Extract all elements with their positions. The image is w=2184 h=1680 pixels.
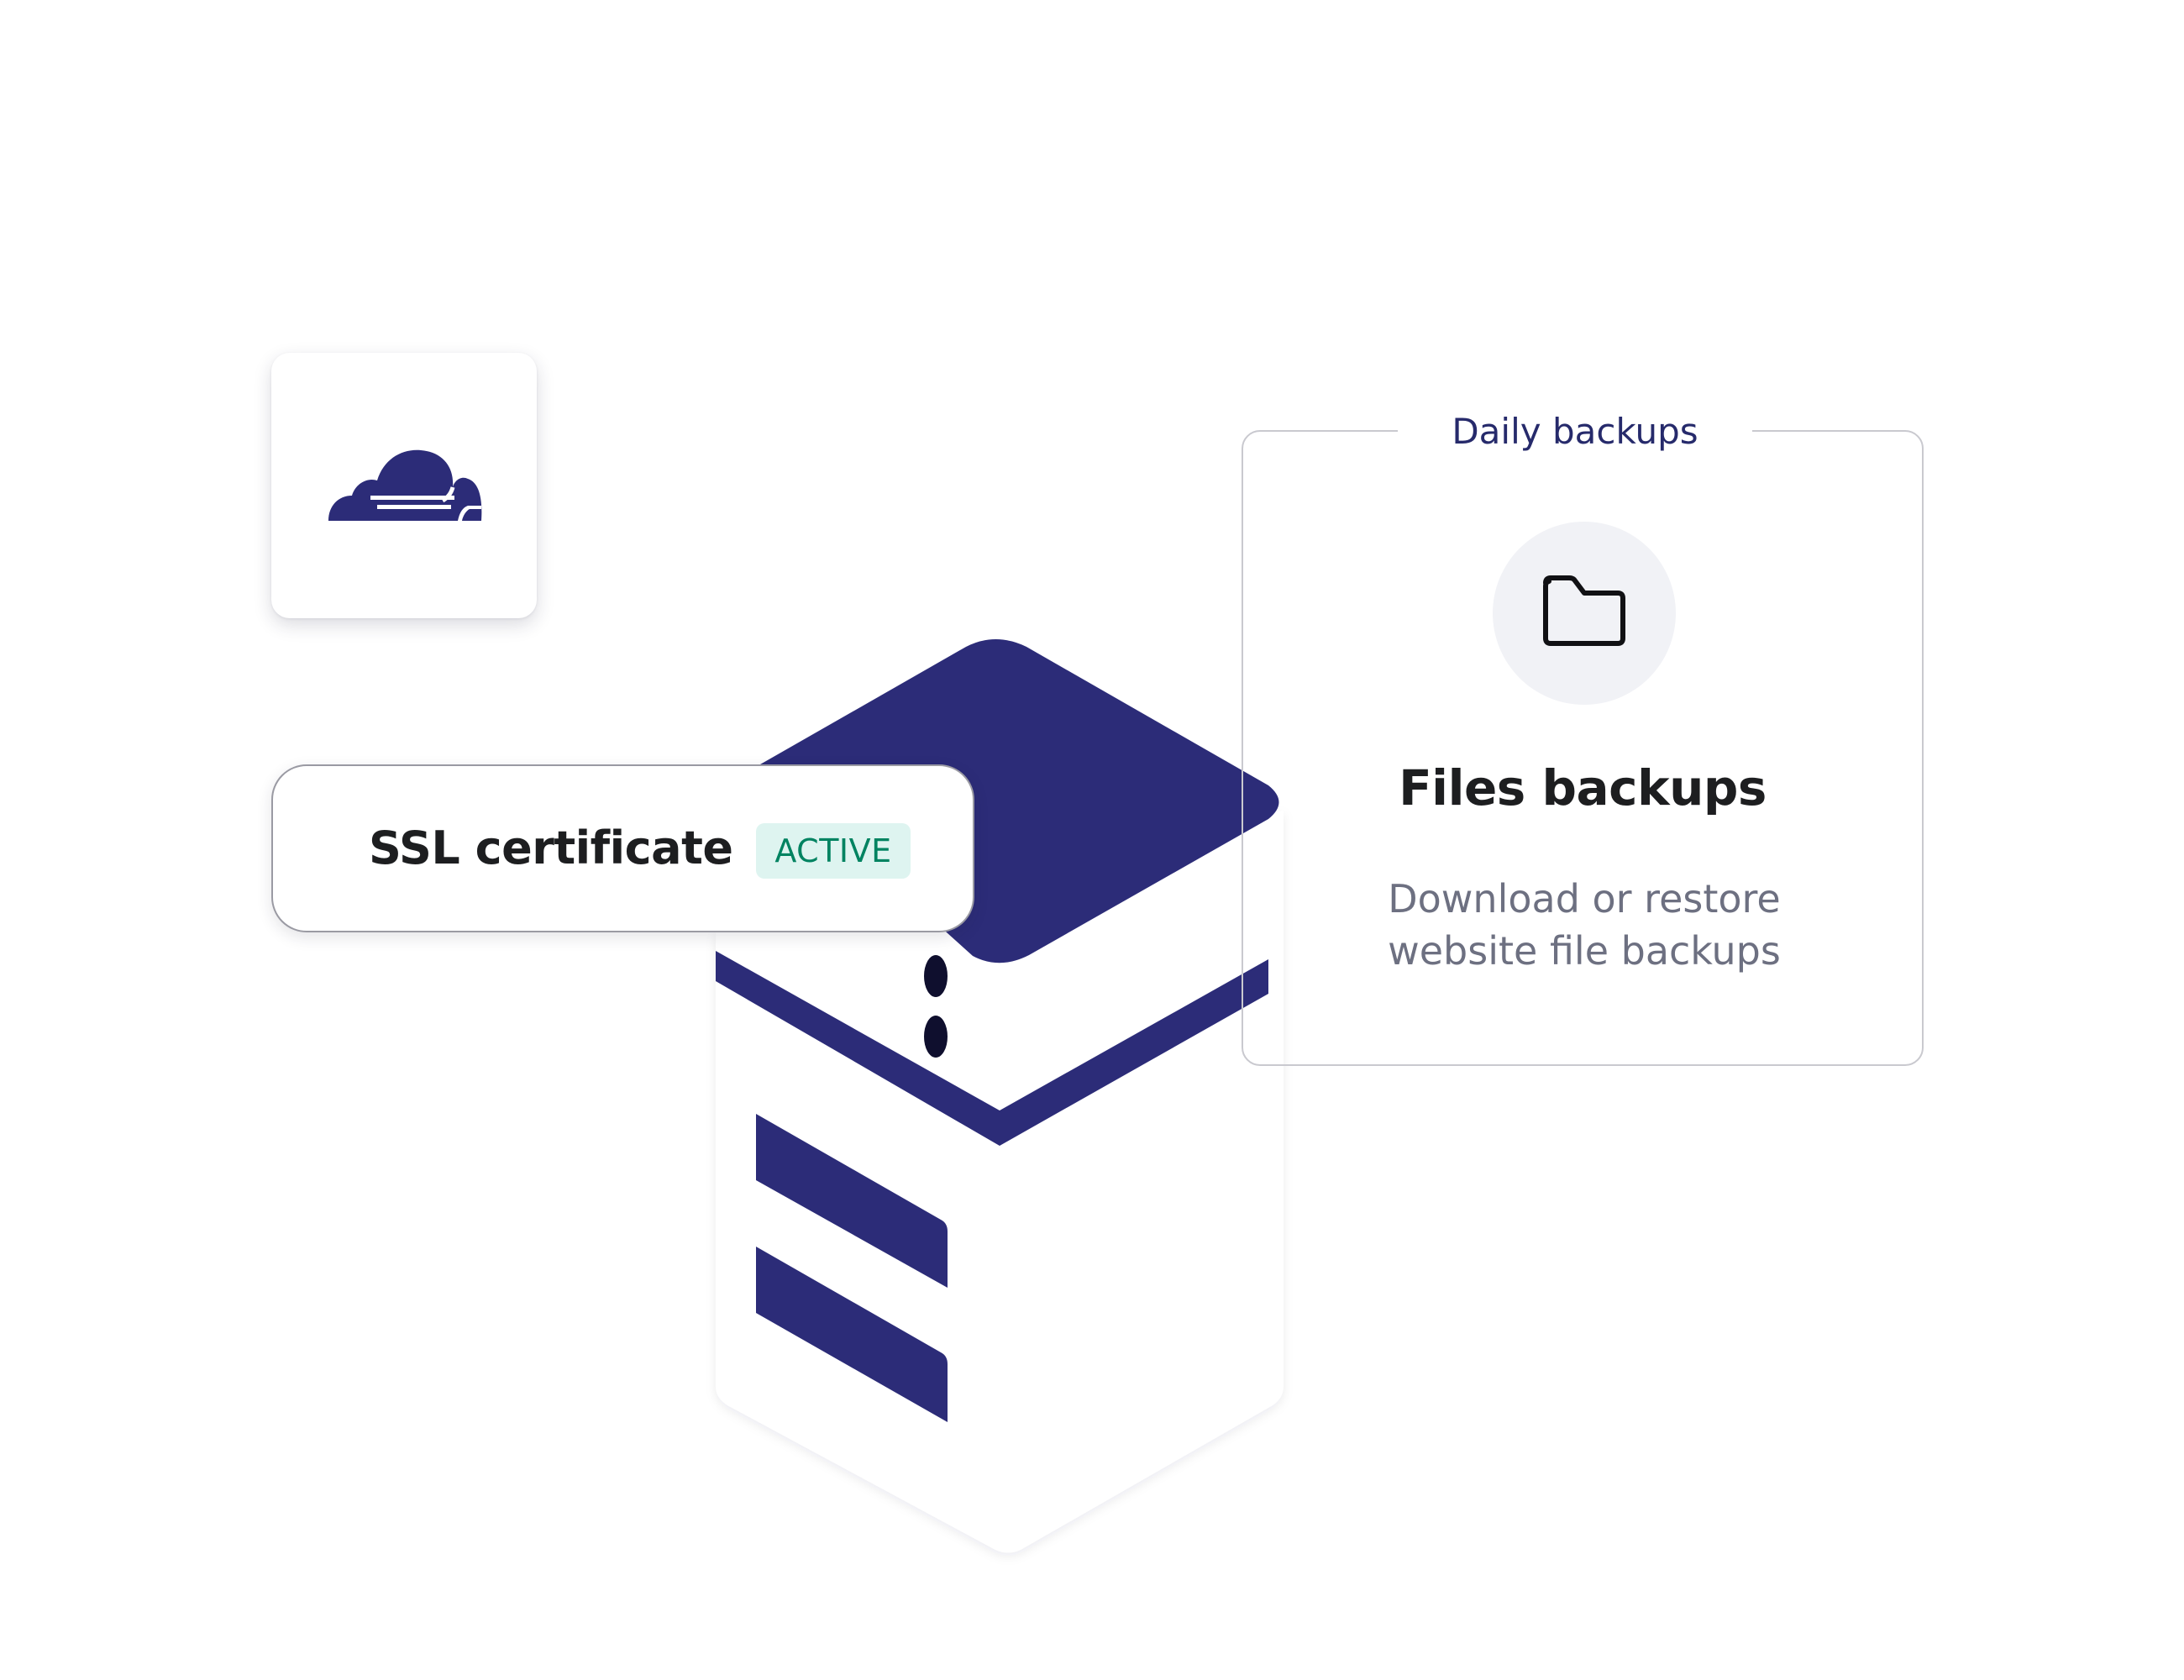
- files-backups-title: Files backups: [1399, 759, 1767, 816]
- server-status-dot: [924, 955, 948, 997]
- cloudflare-cloud-icon: [328, 449, 482, 521]
- server-top-face: [760, 639, 1279, 963]
- server-status-dot: [924, 1016, 948, 1058]
- server-stripe-band: [716, 951, 1268, 1146]
- folder-icon: [1543, 575, 1625, 646]
- description-line: Download or restore: [1388, 876, 1781, 921]
- files-backups-card[interactable]: Daily backups Files backups Download or …: [1242, 402, 1924, 1066]
- folder-icon-container: [1493, 522, 1676, 705]
- status-badge: ACTIVE: [756, 823, 911, 879]
- ssl-certificate-card[interactable]: SSL certificate ACTIVE: [271, 764, 974, 932]
- files-backups-description: Download or restore website file backups: [1294, 873, 1875, 977]
- daily-backups-label: Daily backups: [1398, 402, 1752, 462]
- description-line: website file backups: [1388, 928, 1781, 974]
- cloudflare-tile: [271, 353, 537, 618]
- server-drive-slot: [756, 1247, 948, 1422]
- server-drive-slot: [756, 1114, 948, 1288]
- ssl-certificate-label: SSL certificate: [369, 822, 733, 874]
